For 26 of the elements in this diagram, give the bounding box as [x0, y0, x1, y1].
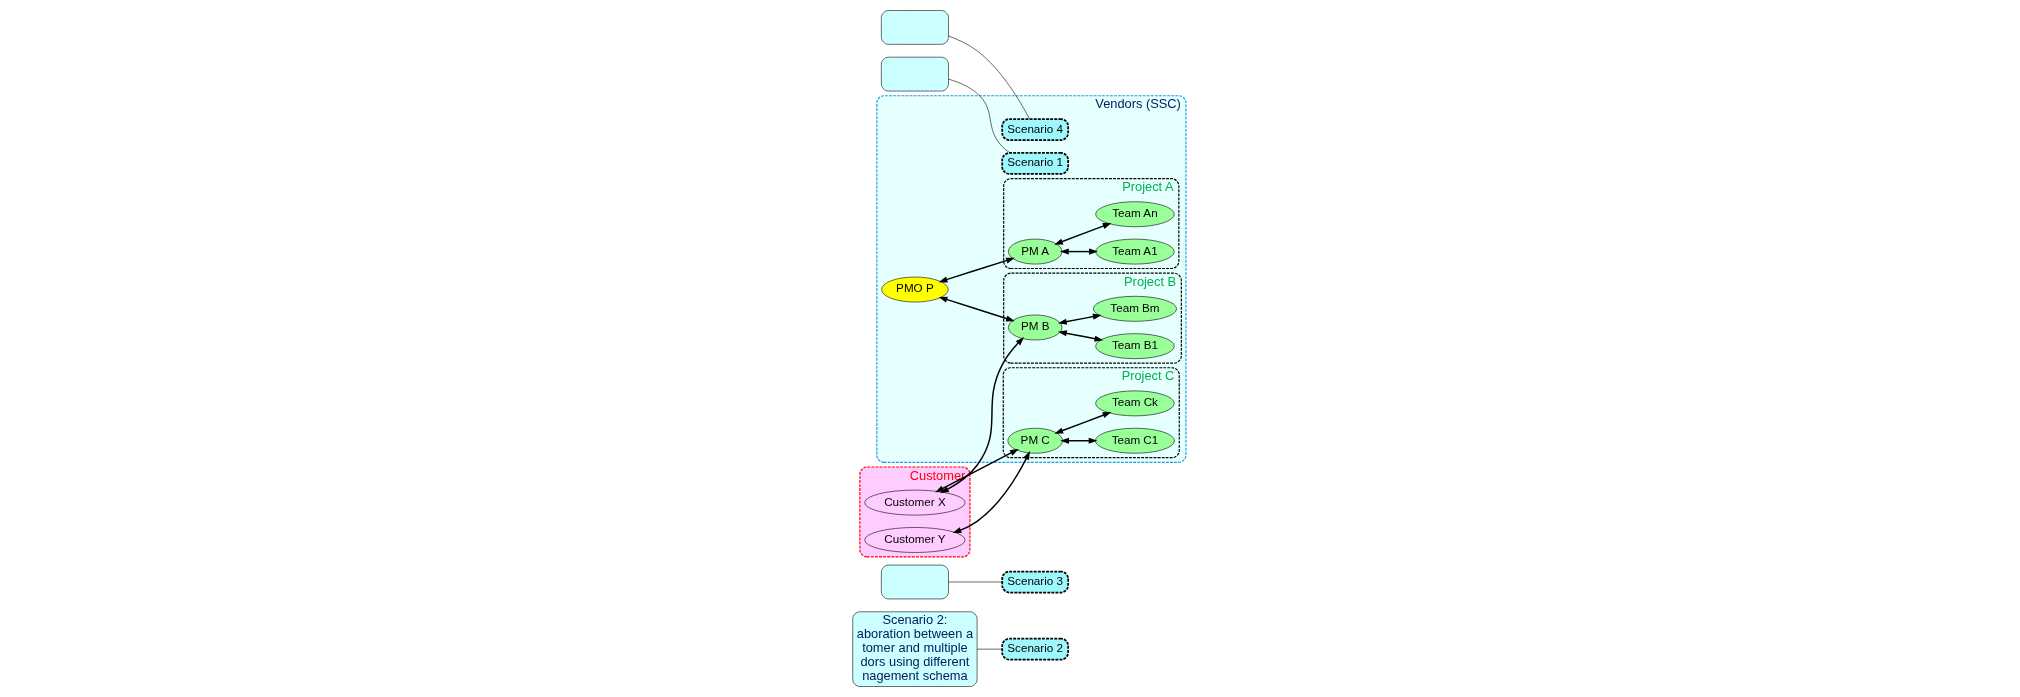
- arrow: [1057, 313, 1102, 325]
- arrow: [1053, 412, 1111, 434]
- connector: [976, 648, 1002, 650]
- node-bubble: [880, 564, 949, 600]
- connector: [947, 581, 1002, 583]
- arrow: [939, 336, 1024, 494]
- connector: [947, 78, 1010, 154]
- node-bubble: [880, 10, 949, 45]
- arrow: [952, 451, 1030, 534]
- arrow: [1059, 437, 1097, 444]
- arrow: [938, 296, 1015, 322]
- node-bubble: [880, 56, 949, 92]
- node-box: Scenario 3: [1000, 570, 1069, 594]
- arrow: [1059, 248, 1098, 255]
- node-box: Scenario 4: [1000, 118, 1069, 141]
- node-box: Scenario 2: [1000, 637, 1069, 661]
- arrow: [934, 448, 1019, 493]
- node-ellipse: Team C1: [1094, 427, 1175, 454]
- node-box: Scenario 2: aboration between a tomer and multiple dors using different nagement schema: [851, 611, 977, 687]
- node-ellipse: Team A1: [1094, 238, 1175, 265]
- node-ellipse: Customer X: [863, 489, 965, 516]
- connector: [947, 35, 1030, 120]
- arrow: [1057, 330, 1103, 342]
- arrow: [938, 257, 1015, 283]
- node-box: Scenario 1: [1000, 152, 1069, 175]
- arrow: [1053, 222, 1111, 245]
